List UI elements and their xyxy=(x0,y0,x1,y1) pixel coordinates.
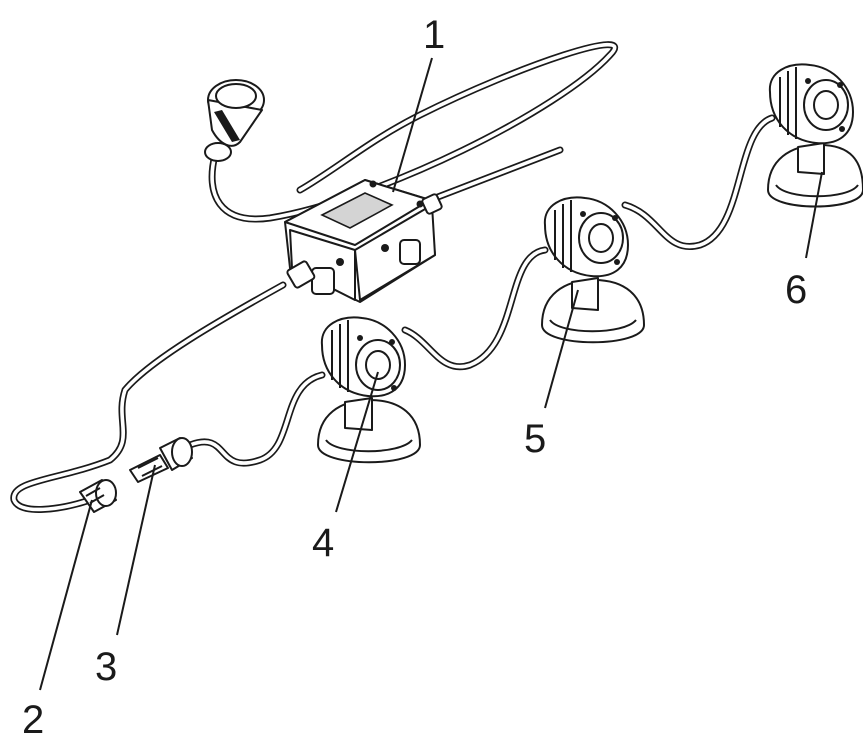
spotlight-5 xyxy=(541,196,645,344)
connector-3 xyxy=(129,437,193,483)
callout-6: 6 xyxy=(785,268,807,312)
connector-2 xyxy=(79,479,117,513)
leader-lines xyxy=(39,57,823,691)
leader-3 xyxy=(116,464,156,636)
leader-1 xyxy=(392,57,433,193)
callout-3: 3 xyxy=(95,645,117,689)
leader-5 xyxy=(544,289,579,409)
control-box xyxy=(284,179,443,303)
callout-2: 2 xyxy=(22,698,44,738)
callout-4: 4 xyxy=(312,521,334,565)
plug-cable xyxy=(208,41,619,223)
spotlight-4 xyxy=(317,316,421,464)
cables xyxy=(10,41,776,513)
callout-1: 1 xyxy=(423,13,445,57)
leader-6 xyxy=(805,171,823,259)
leader-4 xyxy=(335,371,379,513)
callout-5: 5 xyxy=(524,417,546,461)
leader-2 xyxy=(39,499,93,691)
cable-5-to-6 xyxy=(621,114,776,251)
callout-labels: 1 2 3 4 5 6 xyxy=(22,13,807,738)
mains-plug xyxy=(204,79,265,162)
spotlight-6 xyxy=(767,63,863,208)
